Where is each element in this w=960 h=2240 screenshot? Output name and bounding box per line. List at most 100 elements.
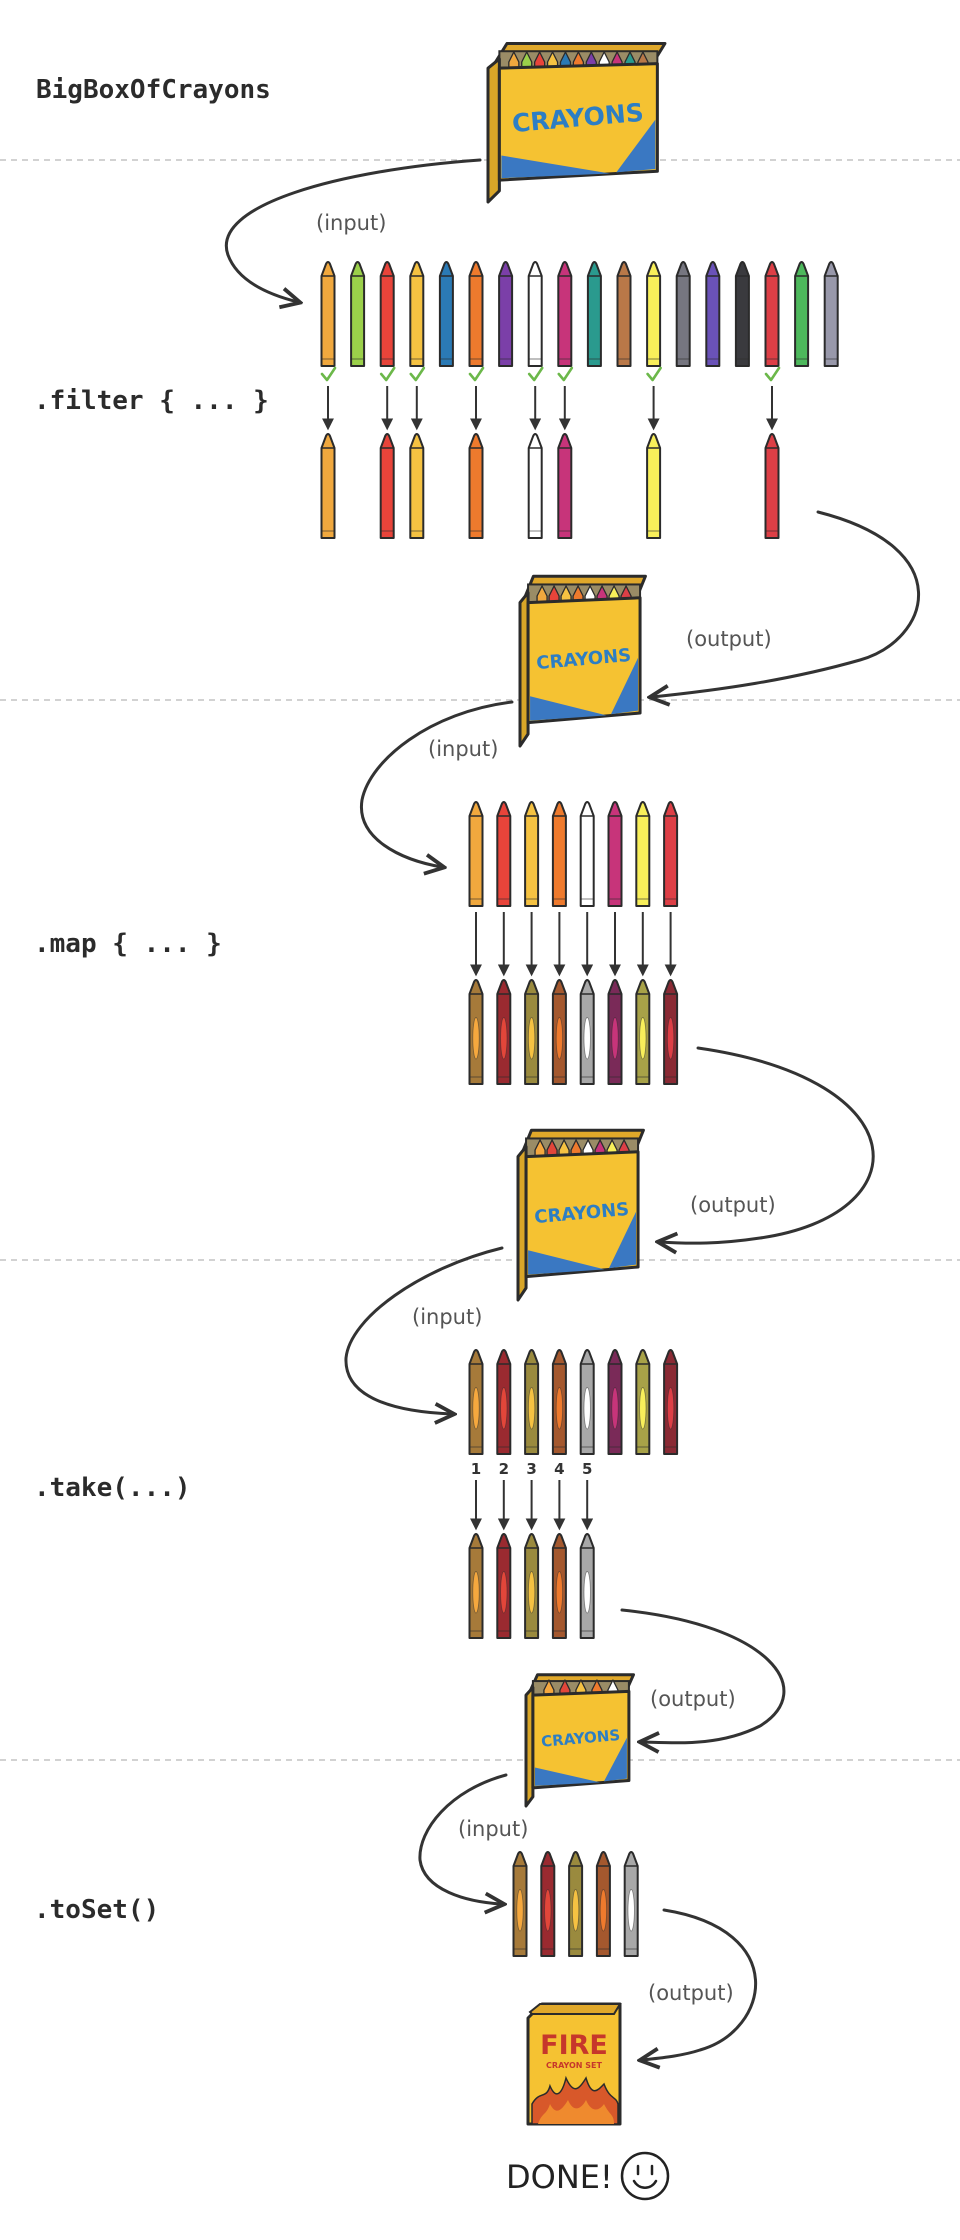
- mapped-crayon: [468, 979, 484, 1085]
- check-icon: [468, 366, 485, 382]
- take-number: 3: [526, 1460, 536, 1478]
- take-input-crayon: [551, 1349, 567, 1455]
- map-input-crayon: [579, 801, 595, 907]
- set-crayon: [595, 1851, 611, 1957]
- crayon-boxes: CRAYONS CRAYONS CRAYONS CRAYONS: [486, 42, 667, 1808]
- original-crayon: [823, 261, 839, 367]
- taken-crayon: [496, 1533, 512, 1639]
- mapped-crayon: [607, 979, 623, 1085]
- original-crayon: [468, 261, 484, 367]
- fire-box-title: FIRE: [540, 2030, 608, 2061]
- mapped-crayon-box: CRAYONS: [516, 1128, 645, 1302]
- connector-arrows: [322, 386, 778, 1531]
- output-arrow-filter: [652, 510, 920, 697]
- taken-crayon: [524, 1533, 540, 1639]
- take-input-crayon: [496, 1349, 512, 1455]
- mapped-crayon: [579, 979, 595, 1085]
- taken-crayon: [551, 1533, 567, 1639]
- map-input-crayon: [496, 801, 512, 907]
- original-crayon: [557, 261, 573, 367]
- stage-label-source: BigBoxOfCrayons: [36, 75, 271, 105]
- take-input-crayon: [468, 1349, 484, 1455]
- check-icon: [557, 366, 574, 382]
- input-note-filter: (input): [316, 211, 386, 235]
- fire-box-subtitle: CRAYON SET: [546, 2061, 602, 2070]
- original-crayon: [586, 261, 602, 367]
- set-crayon: [540, 1851, 556, 1957]
- original-crayon: [527, 261, 543, 367]
- filtered-crayon: [527, 433, 543, 539]
- output-arrow-take: [620, 1608, 786, 1743]
- flow-arrows: [224, 158, 920, 2060]
- take-input-crayon: [635, 1349, 651, 1455]
- original-crayon: [794, 261, 810, 367]
- map-input-crayon: [635, 801, 651, 907]
- take-input-crayon: [579, 1349, 595, 1455]
- take-number: 5: [582, 1460, 592, 1478]
- input-arrow-toset: [418, 1773, 508, 1904]
- mapped-crayon: [496, 979, 512, 1085]
- original-crayon: [734, 261, 750, 367]
- input-note-map: (input): [428, 737, 498, 761]
- take-input-crayon: [663, 1349, 679, 1455]
- filtered-crayon: [379, 433, 395, 539]
- output-note-take: (output): [650, 1687, 736, 1711]
- output-note-toset: (output): [648, 1981, 734, 2005]
- fire-crayon-box: FIRE CRAYON SET: [526, 2002, 622, 2126]
- original-crayon: [764, 261, 780, 367]
- filtered-crayon: [764, 433, 780, 539]
- output-note-filter: (output): [686, 627, 772, 651]
- take-number: 1: [471, 1460, 481, 1478]
- original-crayon: [320, 261, 336, 367]
- original-crayon: [379, 261, 395, 367]
- stage-label-take: .take(...): [34, 1473, 191, 1503]
- input-arrow-map: [360, 700, 514, 867]
- original-crayon: [705, 261, 721, 367]
- check-icon: [320, 366, 337, 382]
- original-crayon: [350, 261, 366, 367]
- check-icon: [527, 366, 544, 382]
- filtered-crayon-box: CRAYONS: [518, 574, 647, 748]
- mapped-crayon: [635, 979, 651, 1085]
- output-arrow-map: [660, 1046, 875, 1243]
- map-input-crayon: [663, 801, 679, 907]
- stage-label-map: .map { ... }: [34, 929, 222, 959]
- set-crayon: [568, 1851, 584, 1957]
- taken-crayon-box: CRAYONS: [524, 1673, 636, 1808]
- output-note-map: (output): [690, 1193, 776, 1217]
- smiley-icon: [620, 2151, 670, 2201]
- source-crayon-box: CRAYONS: [486, 42, 667, 204]
- map-input-crayon: [468, 801, 484, 907]
- original-crayon: [675, 261, 691, 367]
- input-arrow-take: [344, 1246, 504, 1414]
- take-number: 2: [499, 1460, 509, 1478]
- mapped-crayon: [524, 979, 540, 1085]
- section-dividers: [0, 159, 960, 1761]
- taken-crayon: [468, 1533, 484, 1639]
- map-input-crayon: [607, 801, 623, 907]
- original-crayon: [616, 261, 632, 367]
- taken-crayon: [579, 1533, 595, 1639]
- map-input-crayon: [551, 801, 567, 907]
- take-number: 4: [554, 1460, 564, 1478]
- check-icon: [409, 366, 426, 382]
- check-icon: [379, 366, 396, 382]
- set-crayon: [512, 1851, 528, 1957]
- filtered-crayon: [409, 433, 425, 539]
- input-note-take: (input): [412, 1305, 482, 1329]
- check-icon: [646, 366, 662, 382]
- original-crayon: [438, 261, 454, 367]
- done-text: DONE!: [506, 2158, 613, 2196]
- take-input-crayon: [524, 1349, 540, 1455]
- filtered-crayon: [557, 433, 573, 539]
- filtered-crayon: [646, 433, 662, 539]
- stage-label-filter: .filter { ... }: [34, 386, 269, 416]
- filtered-crayon: [320, 433, 336, 539]
- crayon-rows: [320, 261, 839, 1957]
- output-arrow-toset: [642, 1908, 757, 2060]
- set-crayon: [623, 1851, 639, 1957]
- input-arrow-filter: [224, 158, 482, 302]
- mapped-crayon: [551, 979, 567, 1085]
